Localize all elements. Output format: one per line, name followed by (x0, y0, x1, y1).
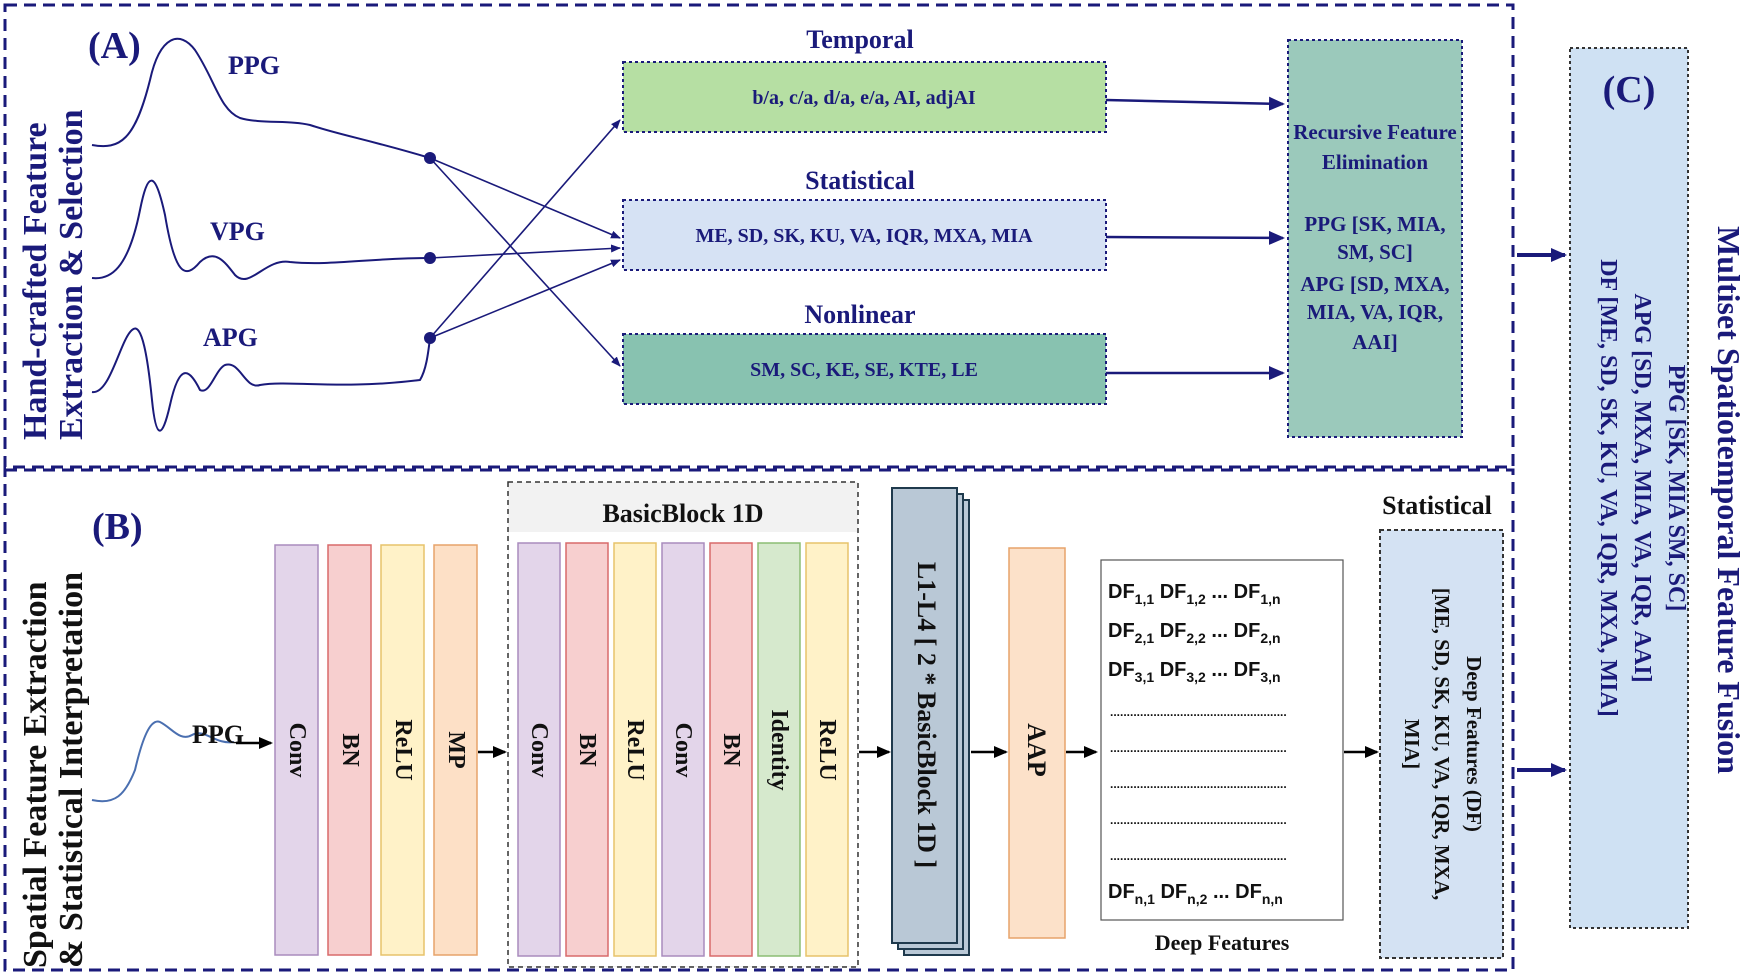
statistical-title: Statistical (805, 166, 915, 195)
basicblock-layer-conv-2-label: Conv (670, 723, 696, 778)
aap-label: AAP (1022, 723, 1051, 777)
section-a-side-title-line1: Hand-crafted Feature (17, 122, 54, 440)
basicblock-layer-relu-2-label: ReLU (814, 719, 840, 780)
stem-layer-bn: BN (327, 544, 372, 956)
section-a-label: (A) (88, 25, 141, 67)
df-dots-4: ........................................… (1110, 813, 1287, 827)
basicblock-layer-identity-label: Identity (766, 709, 792, 790)
stem-layer-relu: ReLU (380, 544, 425, 956)
ppg-input-label: PPG (192, 720, 244, 749)
ppg-to-nonlinear-arrow (429, 157, 621, 367)
rfe-line-1: PPG [SK, MIA, (1304, 212, 1445, 236)
basicblock-layer-relu-2: ReLU (805, 542, 849, 957)
statistical-to-rfe-arrow (1105, 230, 1285, 245)
deep-features-caption: Deep Features (1155, 930, 1290, 955)
df-dots-1: ........................................… (1110, 705, 1287, 719)
df-row-n: DFn,1 DFn,2 ... DFn,n (1108, 881, 1283, 907)
fusion-line-3: DF [ME, SD, SK, KU, VA, IQR, MXA, MIA] (1595, 259, 1621, 717)
stem-layer-conv-label: Conv (284, 723, 310, 778)
df-row-3: DF3,1 DF3,2 ... DF3,n (1108, 659, 1281, 685)
section-b-frame (3, 468, 1515, 972)
statistical-box-line2: [ME, SD, SK, KU, VA, IQR, MXA, (1430, 588, 1454, 901)
stem-layer-mp-label: MP (443, 731, 469, 768)
temporal-title: Temporal (806, 25, 913, 54)
basicblock-layer-relu-1: ReLU (613, 542, 657, 957)
df-row-2: DF2,1 DF2,2 ... DF2,n (1108, 620, 1281, 646)
statistical-interpretation-title: Statistical (1382, 491, 1492, 520)
apg-waveform (91, 327, 431, 432)
rfe-line-5: AAI] (1352, 330, 1398, 354)
ppg-waveform (91, 37, 431, 159)
df-dots-5: ........................................… (1110, 849, 1287, 863)
temporal-to-rfe-arrow (1105, 96, 1285, 111)
temporal-box (622, 61, 1107, 133)
vpg-signal-label: VPG (210, 217, 265, 246)
nonlinear-box (622, 333, 1107, 405)
section-b-side-title-line1: Spatial Feature Extraction (17, 581, 54, 968)
rfe-box (1287, 39, 1463, 438)
rfe-line-3: APG [SD, MXA, (1300, 272, 1449, 296)
df-dots-3: ........................................… (1110, 777, 1287, 791)
svg-text:DF2,1 DF2,2 ... DF2,n: DF2,1 DF2,2 ... DF2,n (1108, 620, 1281, 646)
statistical-box-line3: MIA] (1400, 719, 1424, 769)
temporal-content: b/a, c/a, d/a, e/a, AI, adjAI (752, 87, 976, 109)
fusion-box (1569, 47, 1689, 929)
apg-to-temporal-arrow (429, 119, 621, 339)
apg-signal-label: APG (203, 323, 258, 352)
section-b-side-title-line2: & Statistical Interpretation (53, 572, 90, 968)
basicblock-layer-conv-1: Conv (517, 542, 561, 957)
vpg-waveform (91, 179, 431, 281)
basicblock-title: BasicBlock 1D (602, 499, 763, 528)
stem-layer-relu-label: ReLU (390, 719, 416, 780)
aap-layer: AAP (1008, 547, 1066, 939)
rfe-line-4: MIA, VA, IQR, (1307, 300, 1443, 324)
deep-features-matrix (1100, 559, 1344, 921)
statistical-box (622, 199, 1107, 271)
rfe-title-line1: Recursive Feature (1293, 120, 1456, 144)
svg-text:DF3,1 DF3,2 ... DF3,n: DF3,1 DF3,2 ... DF3,n (1108, 659, 1281, 685)
ppg-signal-label: PPG (228, 51, 280, 80)
section-a-side-title-line2: Extraction & Selection (53, 109, 90, 440)
svg-text:DF1,1 DF1,2 ... DF1,n: DF1,1 DF1,2 ... DF1,n (1108, 581, 1281, 607)
rfe-title-line2: Elimination (1322, 150, 1429, 174)
vpg-to-statistical-arrow (429, 244, 621, 259)
basicblock-layer-bn-1: BN (565, 542, 609, 957)
residual-layers-label: L1-L4 [ 2 * BasicBlock 1D ] (912, 562, 941, 868)
basicblock-layer-relu-1-label: ReLU (622, 719, 648, 780)
fusion-line-1: PPG [SK, MIA SM, SC] (1663, 365, 1689, 612)
rfe-line-2: SM, SC] (1337, 240, 1413, 264)
stem-layer-conv: Conv (274, 544, 319, 956)
basicblock-layer-conv-2: Conv (661, 542, 705, 957)
basicblock-layer-bn-1-label: BN (574, 733, 600, 767)
ppg-input-waveform (91, 720, 235, 803)
apg-to-statistical-arrow (429, 259, 621, 339)
basicblock-layer-bn-2-label: BN (718, 733, 744, 767)
section-c-label: (C) (1603, 69, 1656, 111)
statistical-box-line1: Deep Features (DF) (1462, 656, 1486, 832)
section-a-frame (3, 3, 1515, 469)
stem-layer-mp: MP (433, 544, 478, 956)
basicblock-layer-bn-2: BN (709, 542, 753, 957)
statistical-interpretation-box (1379, 529, 1504, 959)
svg-text:DFn,1 DFn,2 ... DFn,n: DFn,1 DFn,2 ... DFn,n (1108, 881, 1283, 907)
df-dots-2: ........................................… (1110, 741, 1287, 755)
statistical-content: ME, SD, SK, KU, VA, IQR, MXA, MIA (695, 225, 1033, 247)
basicblock-layer-conv-1-label: Conv (526, 723, 552, 778)
nonlinear-content: SM, SC, KE, SE, KTE, LE (750, 359, 978, 381)
nonlinear-title: Nonlinear (804, 300, 915, 329)
section-b-label: (B) (92, 506, 143, 548)
stem-layer-bn-label: BN (337, 733, 363, 767)
section-c-side-title: Multiset Spatiotemporal Feature Fusion (1711, 226, 1747, 774)
residual-layers-stack: L1-L4 [ 2 * BasicBlock 1D ] (891, 487, 970, 956)
basicblock-layer-identity: Identity (757, 542, 801, 957)
ppg-to-statistical-arrow (429, 157, 621, 239)
fusion-line-2: APG [SD, MXA, MIA, VA, IQR, AAI] (1629, 293, 1655, 682)
df-row-1: DF1,1 DF1,2 ... DF1,n (1108, 581, 1281, 607)
